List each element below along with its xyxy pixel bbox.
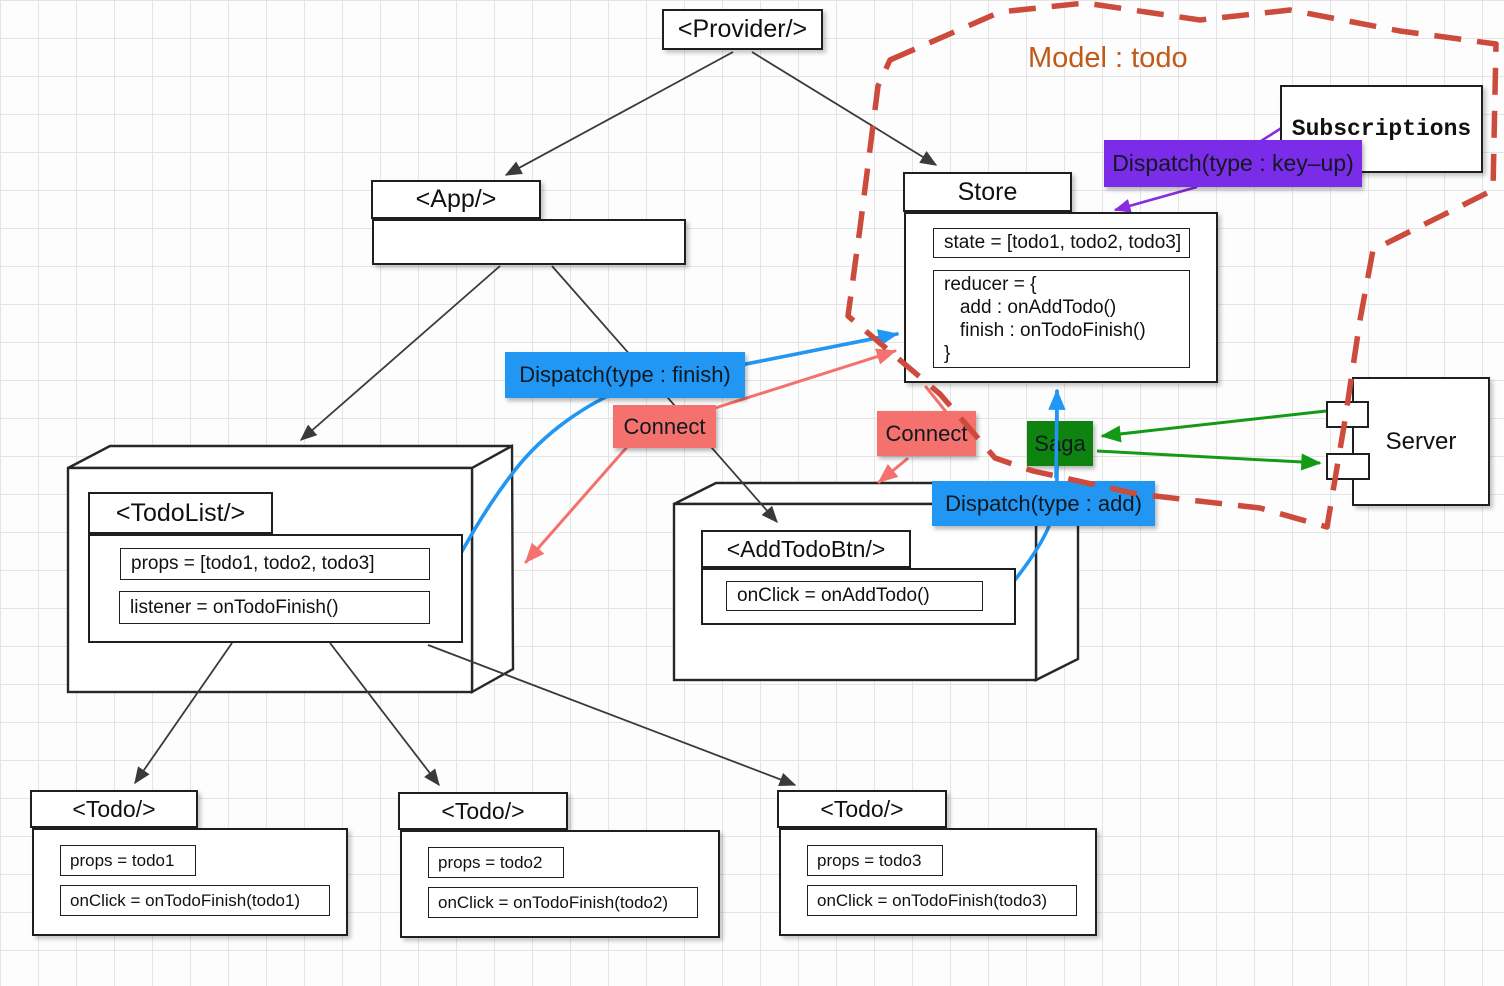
dispatch-add-text: Dispatch(type : add) bbox=[945, 490, 1142, 516]
todo2-onclick-text: onClick = onTodoFinish(todo2) bbox=[438, 892, 669, 912]
reducer-line: add : onAddTodo() bbox=[944, 297, 1117, 318]
app-label: <App/> bbox=[415, 185, 497, 213]
todo3-onclick-text: onClick = onTodoFinish(todo3) bbox=[817, 890, 1048, 910]
addtodobtn-onclick-field: onClick = onAddTodo() bbox=[726, 581, 983, 611]
todo1-label: <Todo/> bbox=[72, 795, 156, 822]
todo3-props-field: props = todo3 bbox=[807, 845, 943, 876]
saga-label: Saga bbox=[1034, 430, 1086, 456]
model-title-text: Model : todo bbox=[1028, 42, 1188, 74]
saga-server-arrows bbox=[1096, 409, 1327, 471]
connect-left-text: Connect bbox=[623, 413, 706, 439]
label-dispatch-add: Dispatch(type : add) bbox=[932, 481, 1155, 526]
model-boundary-title: Model : todo bbox=[1028, 42, 1188, 75]
node-app-title: <App/> bbox=[371, 180, 541, 219]
node-todo1-title: <Todo/> bbox=[30, 790, 198, 828]
reducer-line: finish : onTodoFinish() bbox=[944, 320, 1146, 341]
todo2-onclick-field: onClick = onTodoFinish(todo2) bbox=[428, 887, 698, 918]
addtodobtn-onclick-text: onClick = onAddTodo() bbox=[737, 585, 930, 606]
node-todo2-title: <Todo/> bbox=[398, 792, 568, 830]
store-label: Store bbox=[957, 177, 1018, 206]
label-connect-left: Connect bbox=[613, 405, 716, 448]
node-server: Server bbox=[1352, 377, 1490, 506]
todo1-props-field: props = todo1 bbox=[60, 845, 196, 876]
node-todolist-title: <TodoList/> bbox=[88, 492, 273, 534]
node-app-body bbox=[372, 219, 686, 265]
todo2-props-text: props = todo2 bbox=[438, 852, 543, 872]
store-state-text: state = [todo1, todo2, todo3] bbox=[944, 232, 1182, 253]
node-saga: Saga bbox=[1027, 421, 1093, 466]
server-label: Server bbox=[1385, 427, 1457, 455]
todolist-label: <TodoList/> bbox=[115, 498, 246, 527]
node-todo3-title: <Todo/> bbox=[777, 790, 947, 828]
label-connect-right: Connect bbox=[877, 411, 976, 456]
todolist-props-field: props = [todo1, todo2, todo3] bbox=[120, 548, 430, 580]
connect-right-text: Connect bbox=[885, 420, 968, 446]
todo1-onclick-text: onClick = onTodoFinish(todo1) bbox=[70, 890, 301, 910]
server-port-top bbox=[1326, 401, 1369, 428]
node-provider: <Provider/> bbox=[662, 9, 823, 50]
label-dispatch-finish: Dispatch(type : finish) bbox=[505, 352, 745, 398]
todolist-listener-text: listener = onTodoFinish() bbox=[130, 596, 339, 618]
todo3-onclick-field: onClick = onTodoFinish(todo3) bbox=[807, 885, 1077, 916]
todo1-props-text: props = todo1 bbox=[70, 850, 175, 870]
todo2-props-field: props = todo2 bbox=[428, 847, 564, 878]
dispatch-finish-text: Dispatch(type : finish) bbox=[519, 362, 731, 387]
subscriptions-label: Subscriptions bbox=[1291, 116, 1472, 142]
todolist-listener-field: listener = onTodoFinish() bbox=[119, 591, 430, 624]
store-state-field: state = [todo1, todo2, todo3] bbox=[933, 228, 1190, 258]
reducer-line: reducer = { bbox=[944, 274, 1037, 295]
todolist-props-text: props = [todo1, todo2, todo3] bbox=[131, 553, 375, 574]
todo1-onclick-field: onClick = onTodoFinish(todo1) bbox=[60, 885, 330, 916]
node-store-title: Store bbox=[903, 172, 1072, 212]
todo3-label: <Todo/> bbox=[820, 795, 904, 822]
reducer-line: } bbox=[944, 343, 951, 364]
store-reducer-field: reducer = { add : onAddTodo() finish : o… bbox=[933, 270, 1190, 368]
todo3-props-text: props = todo3 bbox=[817, 850, 922, 870]
label-dispatch-keyup: Dispatch(type : key–up) bbox=[1104, 140, 1362, 187]
node-addtodobtn-title: <AddTodoBtn/> bbox=[701, 530, 911, 568]
addtodobtn-label: <AddTodoBtn/> bbox=[726, 535, 886, 562]
todo2-label: <Todo/> bbox=[441, 797, 525, 824]
server-port-bottom bbox=[1326, 453, 1370, 480]
dispatch-keyup-text: Dispatch(type : key–up) bbox=[1112, 150, 1354, 176]
provider-label: <Provider/> bbox=[677, 15, 808, 43]
component-tree-arrows bbox=[134, 51, 938, 787]
